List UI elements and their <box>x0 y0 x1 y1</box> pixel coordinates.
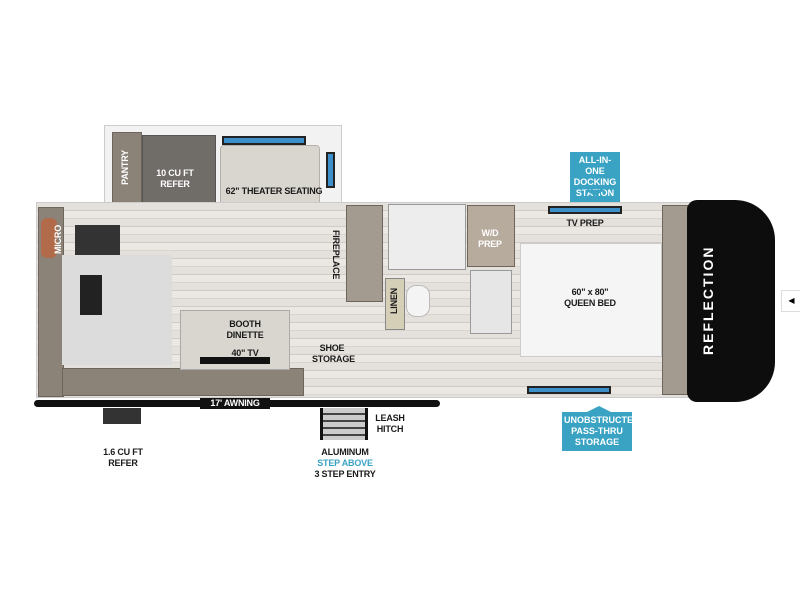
bed-size-label: 60" x 80" <box>571 287 609 297</box>
passthru-callout: UNOBSTRUCTED PASS-THRU STORAGE <box>562 412 640 451</box>
booth-label: BOOTH DINETTE <box>226 319 264 340</box>
bedroom-window-bottom <box>527 386 611 394</box>
step-label-2: STEP ABOVE <box>317 458 373 468</box>
pantry-cabinet <box>112 132 142 210</box>
bedroom-wardrobe <box>662 205 688 395</box>
shoe-label: SHOE STORAGE <box>312 343 355 364</box>
shower <box>388 204 466 270</box>
pantry-label: PANTRY <box>120 150 130 185</box>
linen-cabinet <box>385 278 405 330</box>
linen-label: LINEN <box>389 288 399 315</box>
front-cap <box>687 200 775 402</box>
leash-label: LEASH HITCH <box>375 413 405 434</box>
bedroom-window-top <box>548 206 622 214</box>
tv40-label: 40" TV <box>231 348 259 358</box>
sink <box>80 275 102 315</box>
queen-bed <box>520 243 662 357</box>
entry-steps <box>320 408 368 440</box>
stove <box>75 225 120 255</box>
tv-40 <box>200 357 270 364</box>
refer-16-label: 1.6 CU FT REFER <box>103 447 143 468</box>
theater-label: 62" THEATER SEATING <box>225 186 323 196</box>
refer-10-label: 10 CU FT REFER <box>156 168 194 189</box>
kitchen-lower-cabinet <box>62 368 304 396</box>
microwave <box>41 218 57 258</box>
hitch-pin-icon: ◀ <box>781 290 800 312</box>
slide-side-window <box>326 152 335 188</box>
slide-window <box>222 136 306 145</box>
awning-label: 17' AWNING <box>200 398 270 409</box>
brand-logo: REFLECTION <box>700 245 716 355</box>
wd-label: W/D PREP <box>478 228 502 249</box>
toilet <box>406 285 430 317</box>
bed-label: QUEEN BED <box>564 298 616 308</box>
fireplace-label: FIREPLACE <box>331 230 341 280</box>
step-label-1: ALUMINUM <box>321 447 369 457</box>
step-label-3: 3 STEP ENTRY <box>314 469 376 479</box>
outdoor-refer <box>103 408 141 424</box>
docking-callout-arrow <box>585 190 605 196</box>
tvprep-label: TV PREP <box>566 218 604 228</box>
vanity <box>470 270 512 334</box>
entertainment-cabinet <box>346 205 383 302</box>
wd-closet <box>467 205 515 267</box>
micro-label: MICRO <box>53 225 63 254</box>
kitchen-counter <box>62 255 172 365</box>
passthru-callout-arrow <box>587 406 611 412</box>
